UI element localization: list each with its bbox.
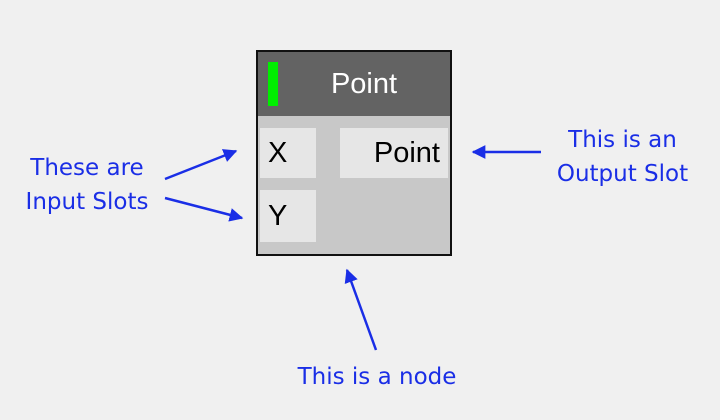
output-slot-annotation-line-1: This is an xyxy=(568,127,677,153)
input-slots-annotation: These are Input Slots xyxy=(12,151,162,219)
input-slot-y[interactable]: Y xyxy=(260,190,316,242)
point-node[interactable]: Point X Y Point xyxy=(256,50,452,256)
input-slots-annotation-line-1: These are xyxy=(30,155,144,181)
arrow-to-input-x xyxy=(164,149,238,181)
node-annotation: This is a node xyxy=(297,364,457,390)
input-slots-annotation-line-2: Input Slots xyxy=(25,189,149,215)
node-status-indicator xyxy=(268,62,278,106)
output-slot-annotation: This is an Output Slot xyxy=(545,123,700,191)
input-slot-x[interactable]: X xyxy=(260,128,316,178)
arrow-to-input-y xyxy=(164,196,244,222)
node-title: Point xyxy=(330,68,398,100)
arrow-to-node xyxy=(344,268,378,351)
output-slot-annotation-line-2: Output Slot xyxy=(556,161,689,187)
output-slot-point[interactable]: Point xyxy=(340,128,448,178)
node-header[interactable]: Point xyxy=(258,52,450,116)
